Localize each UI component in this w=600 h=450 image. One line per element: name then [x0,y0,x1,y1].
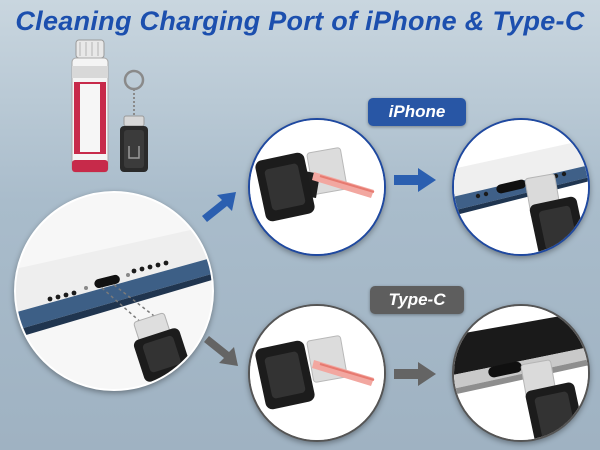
typec-badge: Type-C [370,286,464,314]
iphone-badge: iPhone [368,98,466,126]
iphone-step-arrow-icon [392,168,438,192]
iphone-step2-circle [452,118,590,256]
typec-step1-circle [248,304,386,442]
iphone-step1-circle [248,118,386,256]
typec-step-arrow-icon [392,362,438,386]
arrow-to-iphone-icon [198,186,242,222]
page-title: Cleaning Charging Port of iPhone & Type-… [15,6,585,36]
arrow-to-typec-icon [200,336,244,372]
typec-step2-circle [452,304,590,442]
phone-port-closeup-circle [14,191,214,391]
cleaning-kit-illustration [62,38,162,178]
